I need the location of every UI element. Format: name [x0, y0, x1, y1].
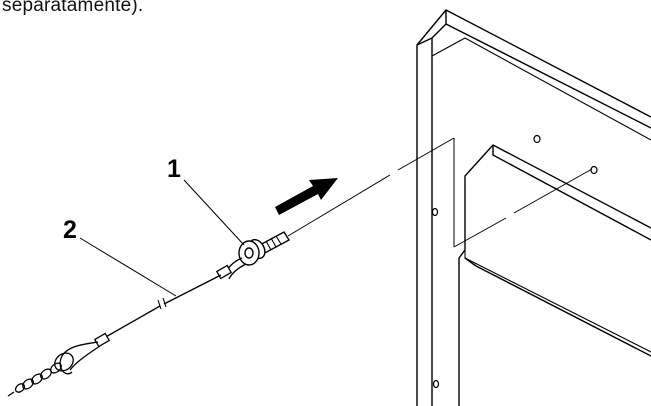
device-cabinet: [416, 9, 651, 406]
mounting-hole: [590, 165, 598, 175]
callout-1: 1: [167, 155, 181, 183]
mounting-holes: [431, 134, 598, 389]
mounting-hole: [432, 379, 440, 389]
callout-leaders: [79, 179, 245, 297]
caption-text: separatamente).: [2, 0, 144, 16]
callout-2: 2: [63, 216, 77, 244]
insertion-path: [287, 137, 593, 248]
insertion-arrow: [275, 178, 338, 215]
mounting-hole: [533, 134, 541, 144]
cable-eye-bolt: [238, 231, 290, 266]
safety-wire: [59, 257, 247, 375]
mounting-hole: [431, 207, 439, 217]
hook-coil: [7, 352, 74, 397]
